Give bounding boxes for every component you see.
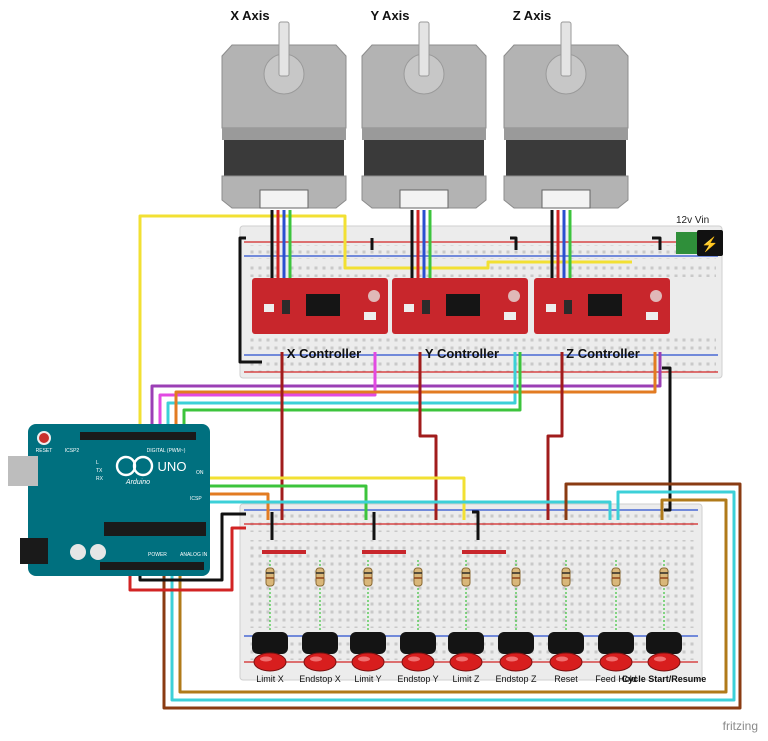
resistor bbox=[611, 567, 621, 587]
arduino-tx-text: TX bbox=[96, 468, 103, 474]
button-label-4: Endstop Y bbox=[397, 674, 438, 684]
controller-y-label: Y Controller bbox=[425, 346, 499, 361]
stepper-drivers bbox=[252, 278, 670, 334]
button-label-7: Reset bbox=[554, 674, 578, 684]
resistor bbox=[561, 567, 571, 587]
arduino-digital-text: DIGITAL (PWM~) bbox=[147, 448, 186, 454]
arduino-board: UNO Arduino RESET ICSP2 DIGITAL (PWM~) T… bbox=[8, 424, 210, 576]
arduino-power-text: POWER bbox=[148, 552, 167, 558]
reset-button[interactable] bbox=[37, 431, 51, 445]
controller-z-label: Z Controller bbox=[566, 346, 640, 361]
button-label-1: Limit X bbox=[256, 674, 284, 684]
arduino-reset-text: RESET bbox=[36, 448, 53, 454]
pushbutton-4[interactable] bbox=[400, 560, 436, 672]
stepper-motor-x bbox=[221, 21, 347, 209]
motor-x-label: X Axis bbox=[230, 8, 269, 23]
resistor bbox=[413, 567, 423, 587]
resistor bbox=[511, 567, 521, 587]
arduino-logo: UNO bbox=[158, 459, 187, 474]
pushbutton-8[interactable] bbox=[598, 560, 634, 672]
arduino-brand: Arduino bbox=[125, 479, 150, 486]
controller-x-label: X Controller bbox=[287, 346, 361, 361]
pushbutton-7[interactable] bbox=[548, 560, 584, 672]
arduino-analog-text: ANALOG IN bbox=[180, 552, 208, 558]
resistor bbox=[461, 567, 471, 587]
fritzing-brand: fritzing bbox=[723, 719, 758, 733]
power-jack-symbol: ⚡ bbox=[701, 236, 718, 253]
pushbutton-6[interactable] bbox=[498, 560, 534, 672]
stepper-motor-z bbox=[503, 21, 629, 209]
pushbutton-1[interactable] bbox=[252, 560, 288, 672]
stepper-motors bbox=[221, 21, 629, 209]
resistor bbox=[659, 567, 669, 587]
resistor bbox=[265, 567, 275, 587]
driver-board-z bbox=[534, 278, 670, 334]
button-label-5: Limit Z bbox=[453, 674, 481, 684]
button-label-2: Endstop X bbox=[299, 674, 341, 684]
resistor bbox=[315, 567, 325, 587]
button-label-8: Feed Hold bbox=[595, 674, 637, 684]
pushbutton-5[interactable] bbox=[448, 560, 484, 672]
motor-y-label: Y Axis bbox=[370, 8, 409, 23]
arduino-l-text: L bbox=[96, 460, 99, 466]
stepper-motor-y bbox=[361, 21, 487, 209]
driver-board-x bbox=[252, 278, 388, 334]
arduino-rx-text: RX bbox=[96, 476, 104, 482]
button-label-6: Endstop Z bbox=[495, 674, 537, 684]
resistor bbox=[363, 567, 373, 587]
button-row: Limit X Endstop X Limit Y Endstop Y Limit Z E… bbox=[252, 560, 706, 684]
power-jack-label: 12v Vin bbox=[676, 215, 709, 226]
pushbutton-3[interactable] bbox=[350, 560, 386, 672]
arduino-on-text: ON bbox=[196, 470, 204, 476]
arduino-icsp-text: ICSP bbox=[190, 496, 202, 502]
button-label-9: Cycle Start/Resume bbox=[622, 674, 707, 684]
driver-board-y bbox=[392, 278, 528, 334]
pushbutton-9[interactable] bbox=[646, 560, 682, 672]
power-jack: ⚡ 12v Vin bbox=[676, 215, 723, 256]
motor-z-label: Z Axis bbox=[513, 8, 552, 23]
button-label-3: Limit Y bbox=[354, 674, 381, 684]
pushbutton-2[interactable] bbox=[302, 560, 338, 672]
arduino-icsp2-text: ICSP2 bbox=[65, 448, 80, 454]
